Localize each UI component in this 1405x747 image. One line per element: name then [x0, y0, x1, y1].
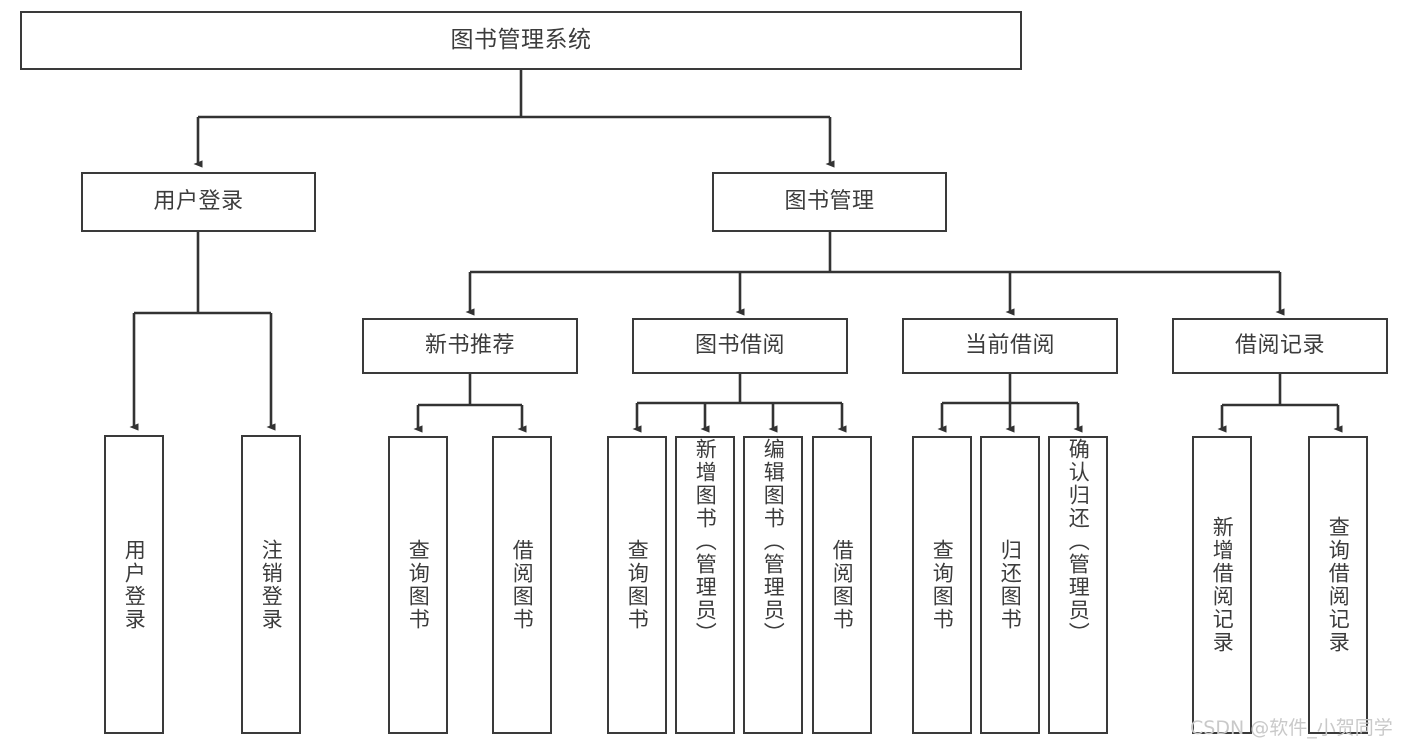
node-user-login[interactable]: 用户登录 — [81, 172, 316, 232]
node-leaf-return-book[interactable]: 归还图书 — [980, 436, 1040, 734]
node-leaf-logout[interactable]: 注销登录 — [241, 435, 301, 734]
node-leaf-return-book-label: 归还图书 — [998, 539, 1023, 631]
node-leaf-logout-label: 注销登录 — [259, 538, 284, 631]
node-leaf-query-book-3-label: 查询图书 — [930, 539, 955, 631]
node-leaf-query-record-label: 查询借阅记录 — [1326, 516, 1351, 654]
node-leaf-borrow-book-1[interactable]: 借阅图书 — [492, 436, 552, 734]
node-leaf-user-login[interactable]: 用户登录 — [104, 435, 164, 734]
node-borrow-record[interactable]: 借阅记录 — [1172, 318, 1388, 374]
node-book-admin[interactable]: 图书管理 — [712, 172, 947, 232]
node-leaf-add-record[interactable]: 新增借阅记录 — [1192, 436, 1252, 734]
node-user-login-label: 用户登录 — [153, 188, 244, 214]
node-root[interactable]: 图书管理系统 — [20, 11, 1022, 70]
node-current-borrow-label: 当前借阅 — [964, 332, 1055, 358]
node-leaf-add-record-label: 新增借阅记录 — [1210, 516, 1235, 654]
node-book-borrow[interactable]: 图书借阅 — [632, 318, 848, 374]
node-leaf-query-record[interactable]: 查询借阅记录 — [1308, 436, 1368, 734]
node-leaf-edit-book[interactable]: 编辑图书（管理员） — [743, 436, 803, 734]
node-leaf-user-login-label: 用户登录 — [122, 538, 147, 631]
node-leaf-confirm-return[interactable]: 确认归还（管理员） — [1048, 436, 1108, 734]
node-leaf-query-book-2[interactable]: 查询图书 — [607, 436, 667, 734]
node-leaf-confirm-return-label: 确认归还（管理员） — [1066, 438, 1091, 645]
node-new-book-rec-label: 新书推荐 — [424, 332, 515, 358]
node-leaf-add-book-label: 新增图书（管理员） — [693, 438, 718, 645]
node-leaf-query-book-2-label: 查询图书 — [625, 539, 650, 631]
node-leaf-query-book-1-label: 查询图书 — [406, 539, 431, 631]
node-book-borrow-label: 图书借阅 — [694, 332, 785, 358]
node-leaf-borrow-book-2-label: 借阅图书 — [830, 539, 855, 631]
node-new-book-rec[interactable]: 新书推荐 — [362, 318, 578, 374]
node-leaf-borrow-book-2[interactable]: 借阅图书 — [812, 436, 872, 734]
node-current-borrow[interactable]: 当前借阅 — [902, 318, 1118, 374]
node-leaf-edit-book-label: 编辑图书（管理员） — [761, 438, 786, 645]
node-borrow-record-label: 借阅记录 — [1234, 332, 1325, 358]
node-root-label: 图书管理系统 — [450, 26, 592, 53]
node-leaf-query-book-1[interactable]: 查询图书 — [388, 436, 448, 734]
node-book-admin-label: 图书管理 — [784, 188, 875, 214]
node-leaf-query-book-3[interactable]: 查询图书 — [912, 436, 972, 734]
node-leaf-borrow-book-1-label: 借阅图书 — [510, 539, 535, 631]
node-leaf-add-book[interactable]: 新增图书（管理员） — [675, 436, 735, 734]
